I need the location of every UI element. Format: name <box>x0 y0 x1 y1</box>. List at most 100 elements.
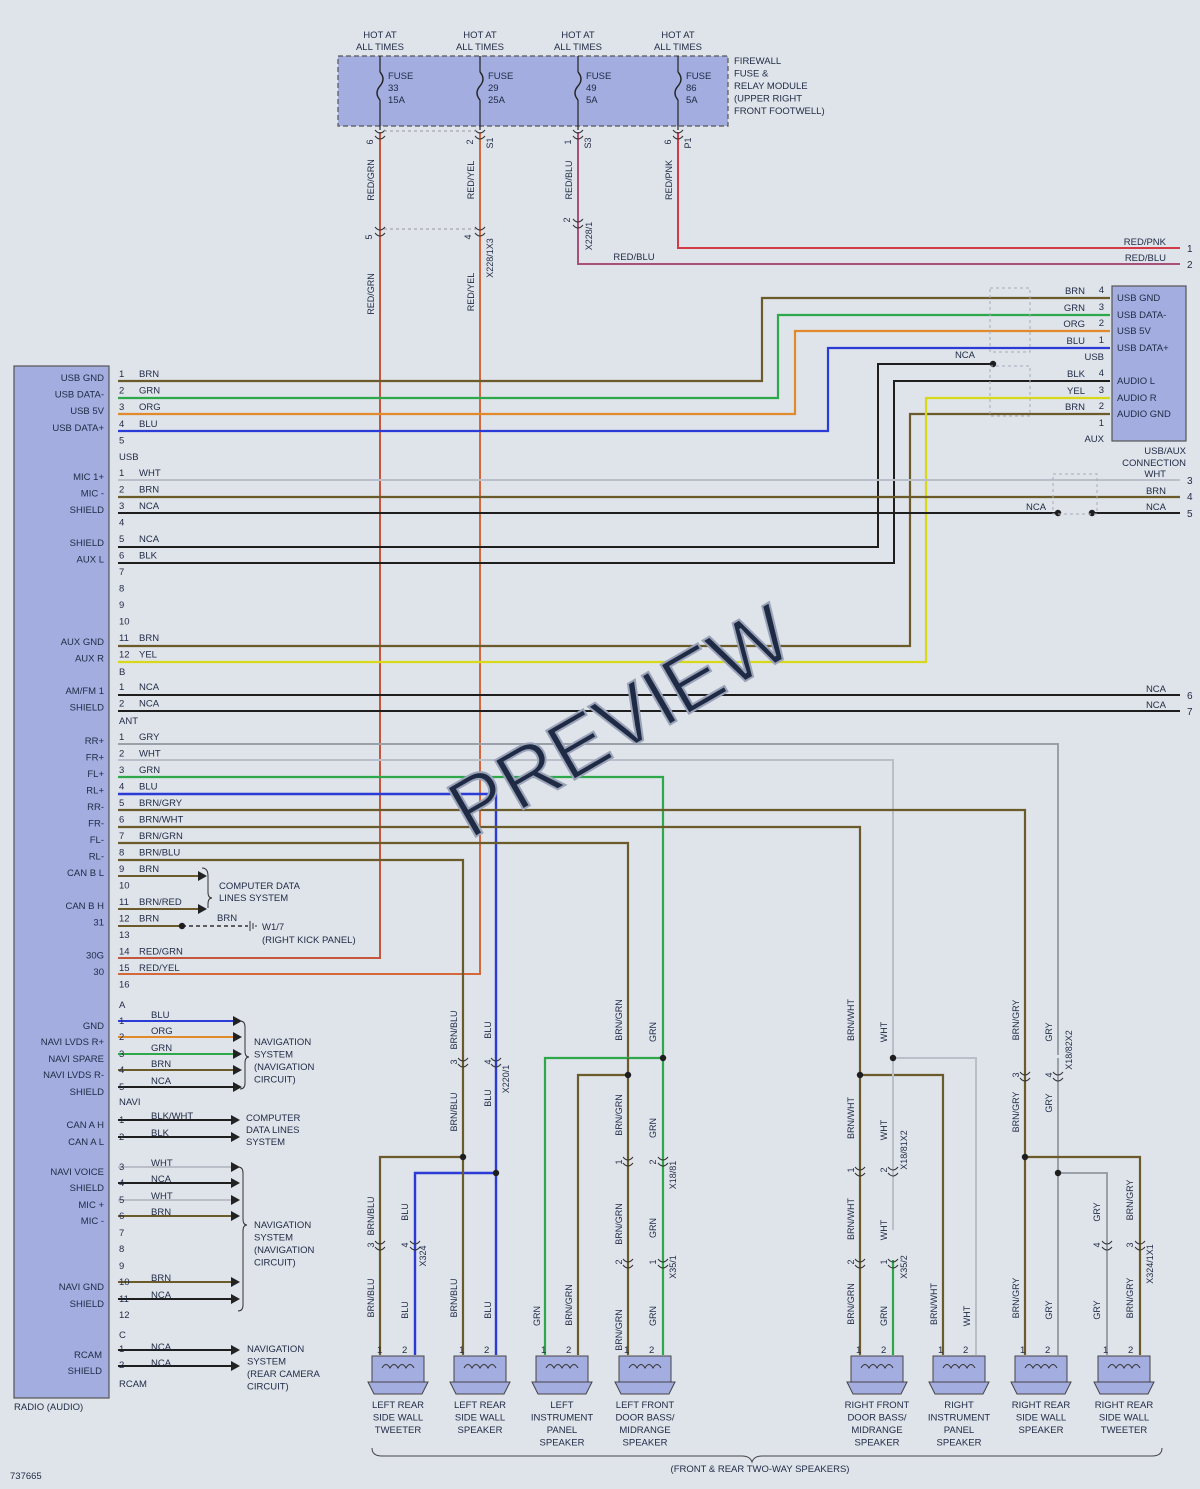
wire-label: RED/GRN <box>366 273 376 315</box>
wire-label: BLU <box>400 1301 410 1319</box>
wire-rl-plus <box>118 792 498 1058</box>
arrow-icon <box>231 1294 240 1304</box>
connector-symbol <box>1101 1240 1113 1251</box>
speaker-label: RIGHT <box>944 1400 974 1411</box>
radio-wire-color: GRN <box>139 386 160 397</box>
wire-label: BRN/BLU <box>449 1010 459 1049</box>
radio-pin-name: USB GND <box>61 373 104 384</box>
radio-wire-color: YEL <box>139 650 157 661</box>
radio-pin-name: MIC + <box>78 1200 104 1211</box>
radio-wire-color: BLK <box>151 1128 170 1139</box>
radio-pin-name: AUX GND <box>61 637 104 648</box>
radio-pin-name: AUX R <box>75 654 104 665</box>
speaker-label: SPEAKER <box>458 1425 503 1436</box>
fuse-label: 29 <box>488 83 499 94</box>
connector-symbol <box>657 1258 669 1269</box>
radio-pin-number: 3 <box>119 1162 124 1173</box>
pin-number: 2 <box>648 1159 658 1164</box>
twisted-pair-shield <box>989 365 1031 417</box>
connector-group: ANT <box>119 716 138 727</box>
system-label: (NAVIGATION <box>254 1062 314 1073</box>
connector-symbol <box>657 1156 669 1167</box>
module-caption: RELAY MODULE <box>734 81 808 92</box>
wire-label: BLU <box>483 1301 493 1319</box>
wire-label: BRN/BLU <box>366 1196 376 1235</box>
wire-color: BLK <box>1067 369 1086 380</box>
radio-pin-number: 4 <box>119 419 124 430</box>
arrow-icon <box>231 1115 240 1125</box>
wire-label: BRN/GRN <box>614 1203 624 1245</box>
radio-pin-name: SHIELD <box>70 1087 104 1098</box>
wire-label: BLU <box>483 1021 493 1039</box>
radio-pin-number: 6 <box>119 551 124 562</box>
brace <box>239 1020 250 1090</box>
arrow-icon <box>231 1162 240 1172</box>
speaker-cone-icon <box>367 1381 429 1395</box>
radio-pin-number: 7 <box>119 1228 124 1239</box>
wire-label: BRN/BLU <box>449 1278 459 1317</box>
hot-at-label: HOT AT <box>463 30 497 41</box>
radio-pin-name: CAN A L <box>68 1137 104 1148</box>
pin-number: 4 <box>400 1242 410 1247</box>
radio-pin-name: SHIELD <box>70 1183 104 1194</box>
system-label: NAVIGATION <box>254 1037 311 1048</box>
radio-pin-number: 3 <box>119 501 124 512</box>
fuse-icon <box>574 71 582 101</box>
arrow-icon <box>233 1065 242 1075</box>
wire-fr-plus <box>118 759 894 1058</box>
fuse-icon <box>476 71 484 101</box>
wire-label: BRN/WHT <box>929 1283 939 1325</box>
fuse-label: 5A <box>586 95 598 106</box>
radio-pin-name: RR+ <box>85 736 105 747</box>
wire-label: GRN <box>532 1306 542 1326</box>
usb-aux-caption: CONNECTION <box>1122 458 1186 469</box>
wire-red-blu <box>577 132 1180 265</box>
radio-box <box>13 365 110 1399</box>
radio-pin-name: NAVI VOICE <box>50 1167 104 1178</box>
connector-symbol <box>622 1258 634 1269</box>
diagram-id: 737665 <box>10 1471 42 1482</box>
wire-rr-plus <box>118 743 1059 1055</box>
speaker-coil-icon <box>942 1364 976 1370</box>
system-label: COMPUTER <box>246 1113 301 1124</box>
wire-label: BRN/GRN <box>614 1309 624 1351</box>
arrow-icon <box>198 871 207 881</box>
usb-aux-caption: USB/AUX <box>1144 446 1186 457</box>
radio-pin-name: SHIELD <box>70 505 104 516</box>
wire-label: BRN/GRN <box>846 1283 856 1325</box>
wire-usb-data-plus <box>118 346 1110 433</box>
radio-wire-color: NCA <box>139 682 160 693</box>
radio-pin-number: 12 <box>119 1310 130 1321</box>
speaker-cone-icon <box>531 1381 593 1395</box>
pin-number: 2 <box>1099 401 1104 412</box>
arrow-icon <box>231 1132 240 1142</box>
connector-label: X228/1X3 <box>485 238 495 278</box>
arrow-icon <box>233 1082 242 1092</box>
radio-pin-name: SHIELD <box>70 703 104 714</box>
radio-wire-color: NCA <box>151 1174 172 1185</box>
arrow-icon <box>231 1178 240 1188</box>
connector-group: C <box>119 1330 126 1341</box>
radio-pin-number: 3 <box>119 402 124 413</box>
connector-label: P1 <box>683 137 693 148</box>
radio-pin-number: 6 <box>119 815 124 826</box>
brace <box>237 1166 248 1312</box>
wire-label: GRY <box>1092 1300 1102 1319</box>
speaker-label: LEFT <box>550 1400 573 1411</box>
splice-dot <box>459 1153 467 1161</box>
pin-number: 1 <box>624 1345 629 1356</box>
wire-label: BRN/BLU <box>449 1092 459 1131</box>
nca-splice <box>1088 509 1096 517</box>
connector-symbol <box>622 1156 634 1167</box>
speaker-label: TWEETER <box>375 1425 422 1436</box>
wire-fr-minus <box>118 825 862 1058</box>
speaker-label: MIDRANGE <box>851 1425 902 1436</box>
radio-wire-color: RED/GRN <box>139 947 183 958</box>
wire-label: BRN/WHT <box>846 1198 856 1240</box>
speaker-label: DOOR BASS/ <box>615 1413 674 1424</box>
wire-red-grn <box>118 132 381 959</box>
wire-grn <box>543 1056 663 1355</box>
connector-group: NAVI <box>119 1097 140 1108</box>
edge-number: 7 <box>1187 707 1193 718</box>
pin-name: USB DATA+ <box>1117 343 1169 354</box>
